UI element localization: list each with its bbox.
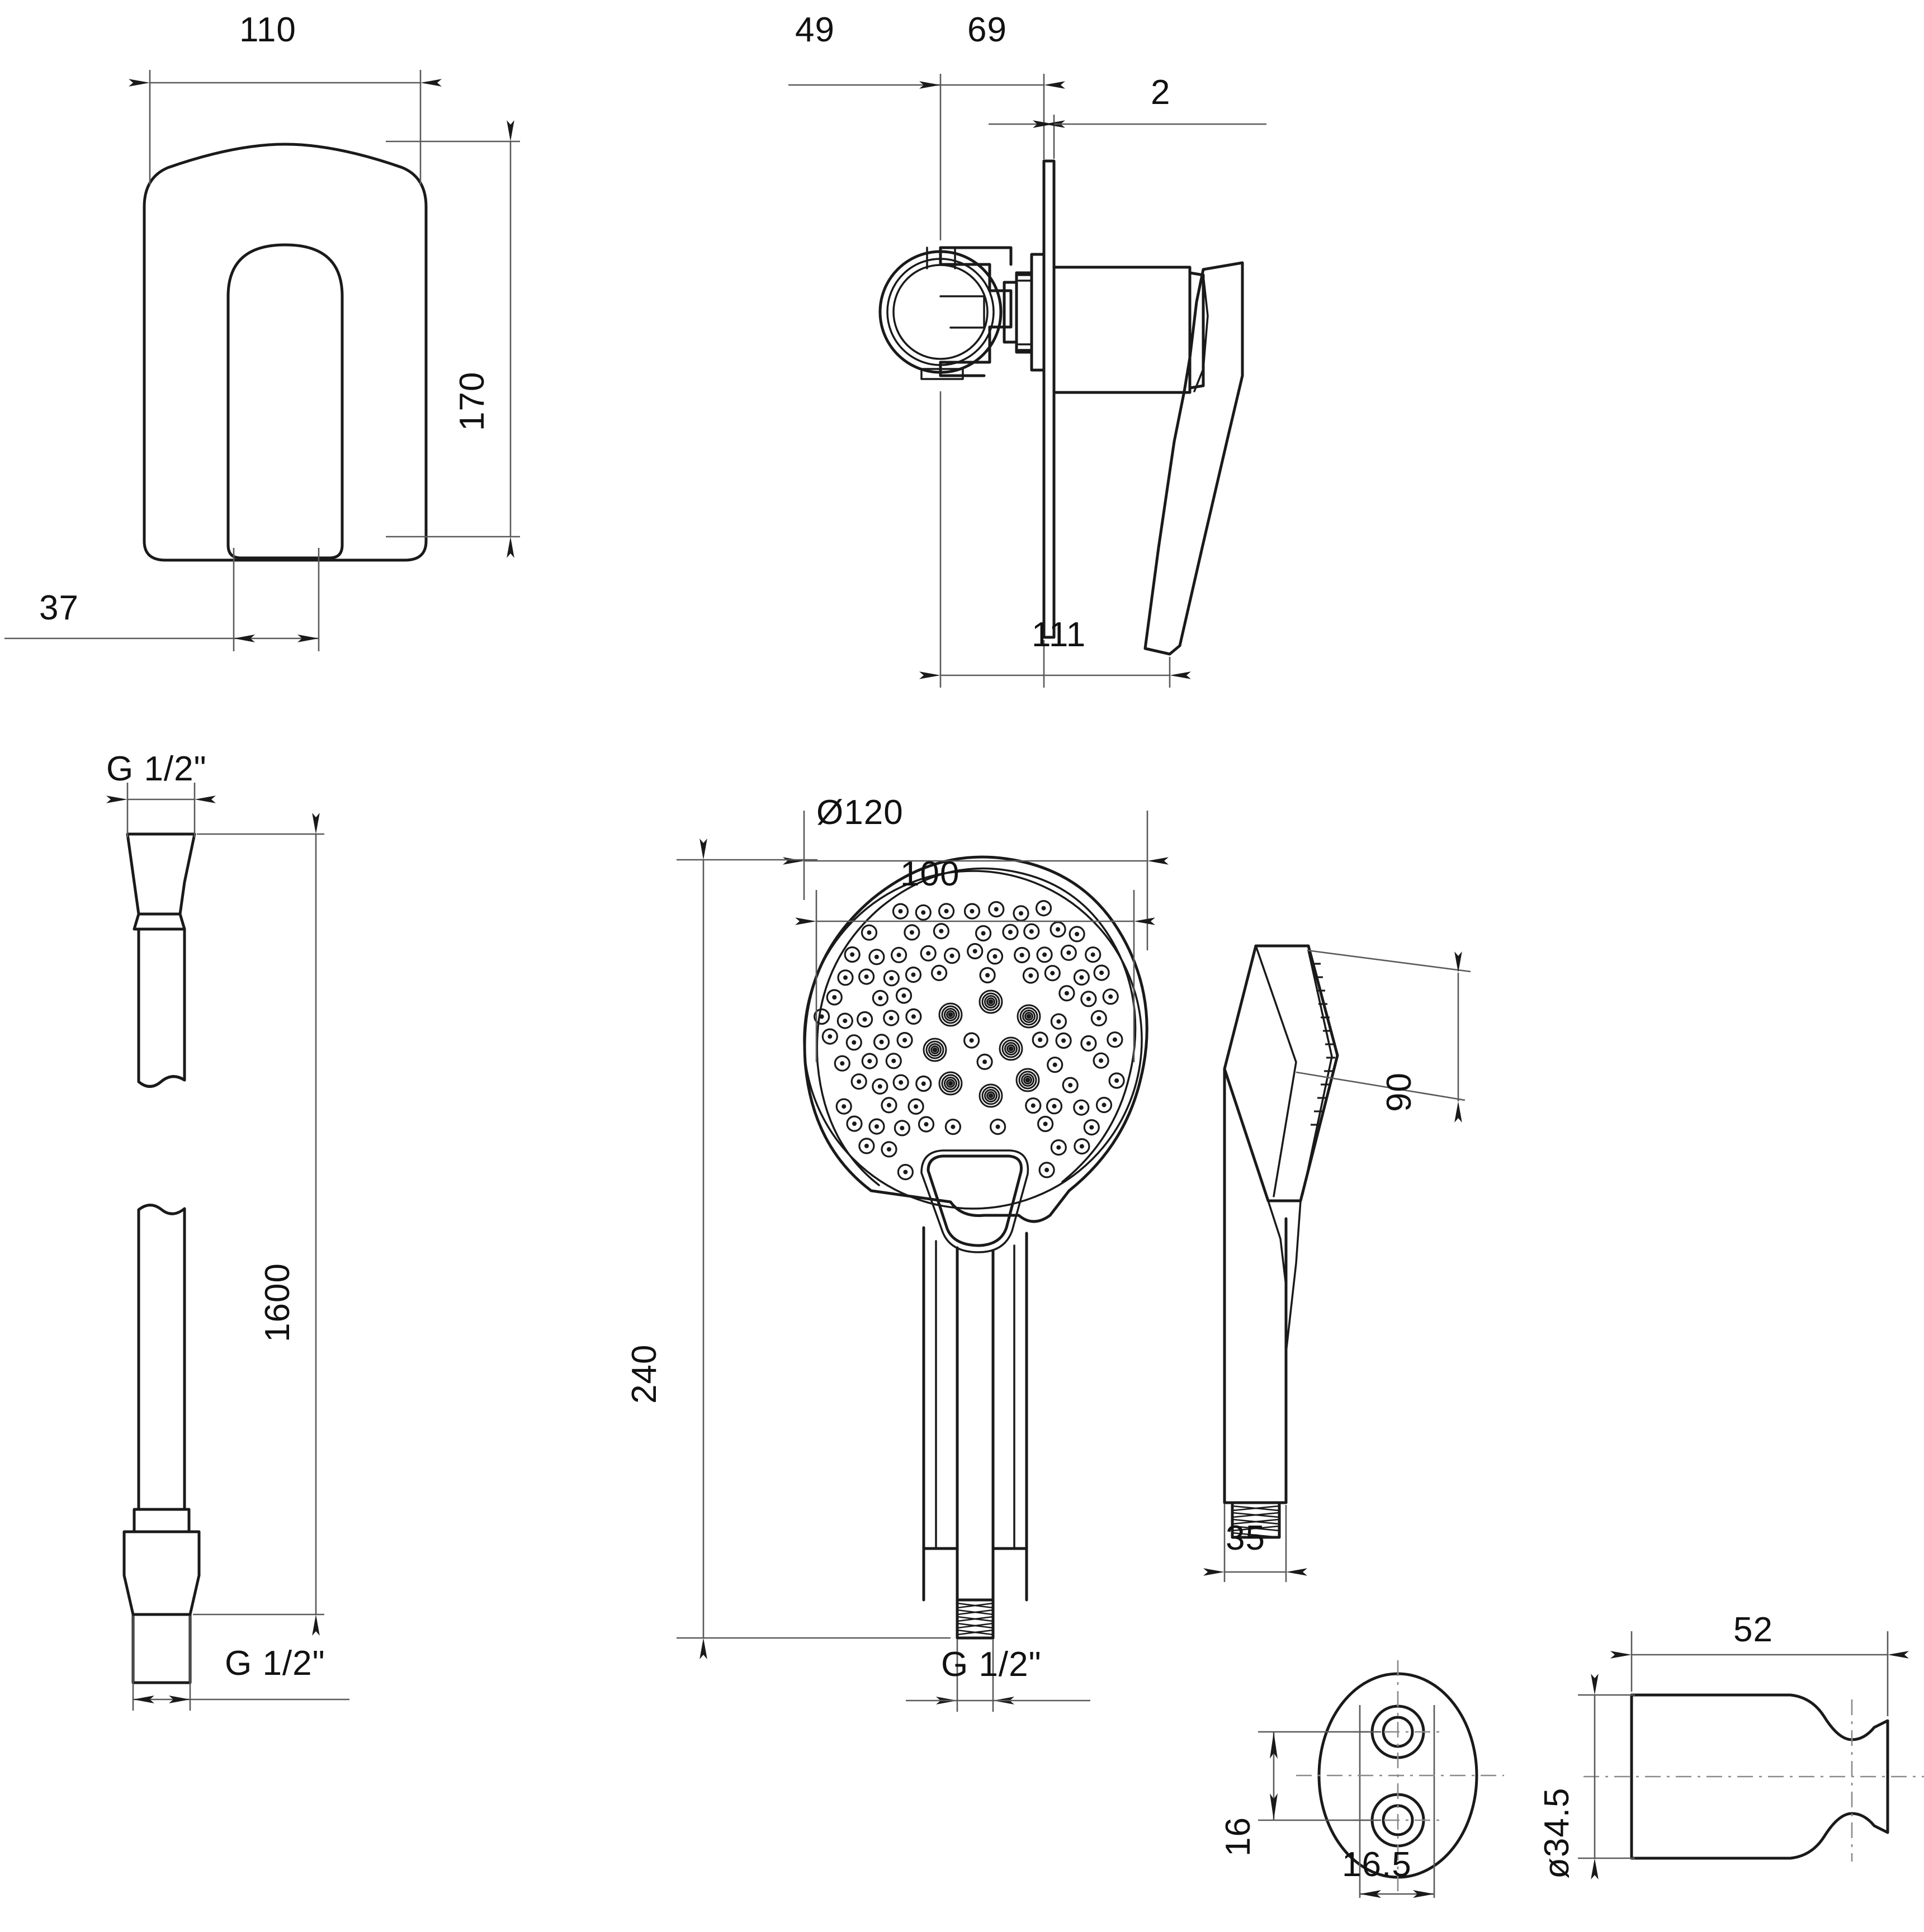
dim-label-bracket-flat-width: 16.5: [1342, 1845, 1412, 1884]
dim-label-head-side-height: 90: [1380, 1072, 1419, 1112]
view-bracket-front: [1258, 1660, 1504, 1898]
view-handshower-front: [677, 811, 1169, 1712]
dim-label-body-depth-mid: 69: [967, 11, 1007, 49]
dim-label-plate-thickness: 2: [1151, 73, 1171, 112]
dim-label-head-outer-dia: Ø120: [816, 793, 904, 832]
dim-label-hose-bottom-thread: G 1/2": [225, 1644, 325, 1683]
dim-label-overall-projection: 111: [1032, 615, 1086, 654]
dim-label-handshower-thread: G 1/2": [941, 1645, 1042, 1684]
dim-label-head-thickness: 35: [1226, 1519, 1265, 1557]
dim-label-hose-top-thread: G 1/2": [106, 750, 207, 788]
view-hose: [106, 783, 349, 1711]
dim-label-plate-width: 110: [239, 11, 296, 49]
view-bracket-side: [1578, 1631, 1924, 1879]
dim-label-body-depth-rear: 49: [795, 11, 835, 49]
view-faceplate-front: [4, 70, 520, 651]
dim-label-hole-spacing: 16: [1219, 1817, 1258, 1857]
dim-label-plate-height: 170: [453, 371, 491, 431]
dim-label-handshower-length: 240: [625, 1344, 664, 1404]
view-mixer-side: [788, 74, 1266, 688]
dim-label-hose-length: 1600: [258, 1263, 297, 1342]
dim-label-head-spray-dia: 100: [900, 855, 960, 893]
dim-label-bracket-length: 52: [1733, 1611, 1773, 1649]
dim-label-bracket-diameter: ø34.5: [1538, 1787, 1576, 1879]
view-handshower-side: [1203, 944, 1471, 1582]
dim-label-lever-width: 37: [39, 589, 79, 627]
